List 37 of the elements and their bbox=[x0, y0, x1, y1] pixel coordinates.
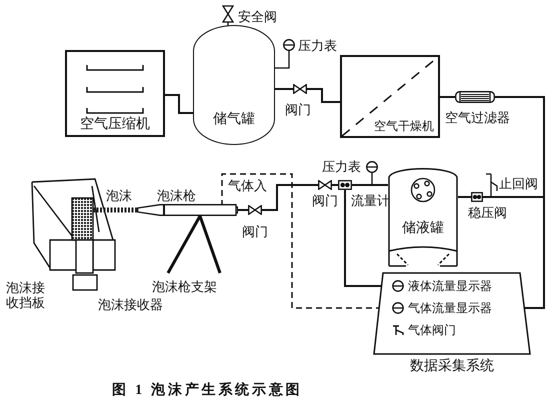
pipe-line bbox=[238, 184, 338, 211]
foam-gun bbox=[137, 204, 238, 216]
air-compressor bbox=[65, 50, 165, 137]
device-label: 泡沫枪 bbox=[157, 188, 196, 203]
device-label: 空气过滤器 bbox=[445, 110, 510, 125]
equipment-label: 空气压缩机 bbox=[80, 117, 150, 133]
equipment-label: 储气罐 bbox=[213, 112, 255, 128]
equipment-label: 数据采集系统 bbox=[410, 359, 494, 375]
pipe-line bbox=[352, 184, 388, 186]
pipe-line bbox=[275, 88, 340, 103]
part-label: 压力表 bbox=[322, 159, 361, 174]
part-label: 泡沫接收器 bbox=[98, 297, 163, 312]
part-label: 阀门 bbox=[312, 193, 338, 208]
figure-caption: 图 1 泡沫产生系统示意图 bbox=[112, 383, 302, 399]
flowmeter bbox=[338, 180, 352, 190]
part-label: 止回阀 bbox=[499, 176, 538, 191]
pipe-line bbox=[495, 96, 545, 309]
part-label: 压力表 bbox=[298, 38, 337, 53]
equipment-label: 储液罐 bbox=[402, 221, 444, 237]
display-label: 气体阀门 bbox=[408, 323, 456, 337]
air-storage-tank bbox=[193, 25, 275, 145]
display-label: 液体流量显示器 bbox=[408, 279, 492, 293]
equipment-label: 空气干燥机 bbox=[374, 119, 434, 133]
air-dryer bbox=[340, 55, 440, 138]
part-label: 阀门 bbox=[285, 102, 311, 117]
part-label: 泡沫 bbox=[106, 188, 132, 203]
data-acquisition-unit bbox=[372, 272, 532, 375]
display-label: 气体流量显示器 bbox=[408, 301, 492, 315]
edge-label: 气体入 bbox=[227, 178, 268, 193]
air-filter bbox=[455, 91, 495, 103]
part-label: 阀门 bbox=[242, 224, 268, 239]
device-label: 流量计 bbox=[351, 193, 390, 208]
pipe-line bbox=[165, 94, 193, 114]
part-label: 稳压阀 bbox=[468, 205, 507, 220]
part-label: 泡沫枪支架 bbox=[152, 279, 217, 294]
part-label: 泡沫接收挡板 bbox=[6, 280, 46, 310]
pipe-line bbox=[440, 96, 455, 98]
